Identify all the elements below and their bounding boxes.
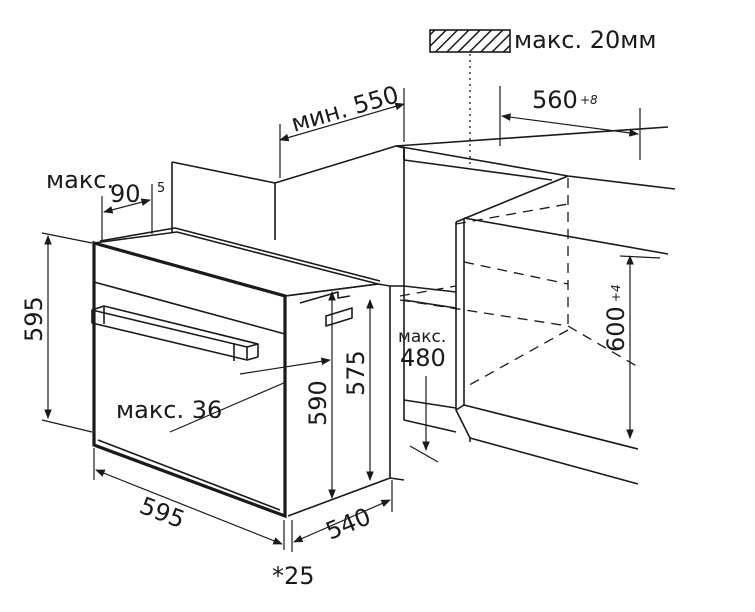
oven-side-vent (325, 307, 353, 327)
dim-oven-width: 595 (93, 448, 285, 550)
oven-width-label: 595 (136, 491, 189, 534)
cabinet-floor (389, 285, 457, 481)
niche-height-label: 600 (602, 306, 630, 352)
handle-max-label: макс. 36 (116, 396, 222, 424)
oven-side-panel (284, 283, 391, 517)
top-5-label: 5 (157, 181, 165, 196)
oven-top-surface (93, 227, 381, 297)
dim-cutout: макс. 480 (398, 327, 446, 463)
dim-oven-depth: 540 (291, 480, 393, 552)
inner-590-label: 590 (304, 380, 332, 426)
dim-handle: макс. 36 (116, 357, 331, 433)
cabinet-left-wall (171, 126, 676, 287)
oven-front-panel (92, 240, 287, 519)
footnote-label: *25 (272, 562, 315, 590)
dim-top-clearance: макс. 90 5 (46, 166, 165, 240)
oven-door-handle (91, 305, 259, 361)
dim-oven-height: 595 (20, 232, 93, 433)
dim-cabinet-depth: мин. 550 (279, 80, 405, 178)
gap-indicator: макс. 20мм (429, 26, 657, 166)
cabinet-depth-label: мин. 550 (288, 80, 402, 137)
inner-575-label: 575 (342, 350, 370, 396)
oven-depth-label: 540 (322, 502, 375, 545)
gap-max-label: макс. 20мм (514, 26, 657, 54)
dim-niche-width: 560 +8 (499, 86, 641, 160)
dim-inner-575: 575 (342, 299, 374, 481)
cutout-max-prefix: макс. (398, 327, 446, 347)
top-90-label: 90 (110, 180, 141, 208)
cabinet-right-wall (455, 175, 669, 485)
niche-width-tolerance: +8 (580, 93, 598, 107)
niche-width-label: 560 (532, 86, 578, 114)
top-max-label: макс. (46, 166, 114, 194)
niche-height-tolerance: +4 (609, 284, 623, 302)
cutout-480-label: 480 (400, 344, 446, 372)
oven-height-label: 595 (20, 296, 48, 342)
dim-inner-590: 590 (304, 291, 336, 499)
dim-niche-height: 600 +4 (602, 255, 661, 439)
